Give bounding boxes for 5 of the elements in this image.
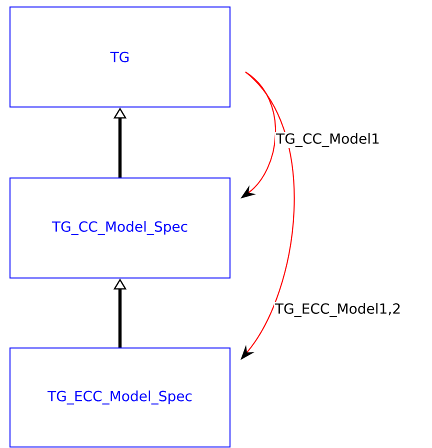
- class-box: TG_CC_Model_Spec: [10, 178, 230, 278]
- class-box: TG_ECC_Model_Spec: [10, 348, 230, 448]
- edge-label: TG_ECC_Model1,2: [274, 302, 402, 318]
- edge-label: TG_CC_Model1: [275, 132, 381, 148]
- class-box: TG: [10, 6, 230, 108]
